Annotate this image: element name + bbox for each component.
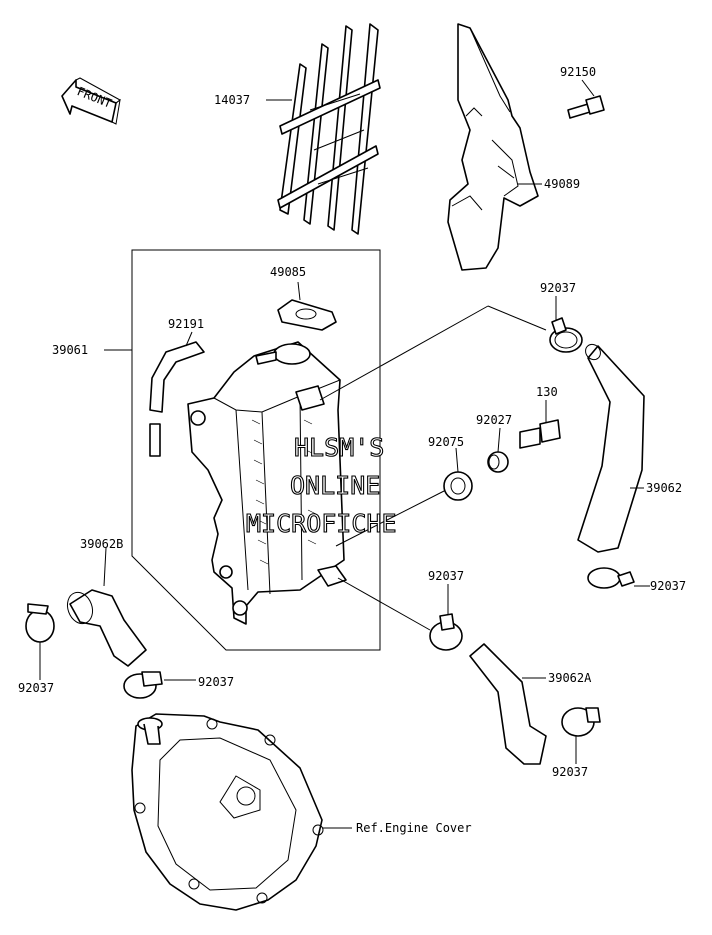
ref-engine-cover-label: Ref.Engine Cover — [356, 821, 472, 835]
hose-clamp-middle-part — [429, 613, 463, 651]
part-label-92037-mid: 92037 — [428, 569, 464, 583]
hex-bolt-part — [519, 419, 561, 449]
radiator-shroud-part — [447, 23, 539, 271]
part-label-39061: 39061 — [52, 343, 88, 357]
part-label-39062B: 39062B — [80, 537, 123, 551]
cap-gasket-part — [277, 299, 337, 331]
part-label-39062: 39062 — [646, 481, 682, 495]
flange-bolt-part — [567, 95, 605, 119]
watermark: HLSM'S ONLINE MICROFICHE — [245, 432, 397, 538]
part-label-39062A: 39062A — [548, 671, 592, 685]
radiator-hose-a-part — [469, 643, 547, 765]
part-label-92191: 92191 — [168, 317, 204, 331]
part-label-92037-bottom-right: 92037 — [552, 765, 588, 779]
leader-line — [319, 305, 489, 401]
radiator-core-part — [187, 341, 347, 625]
part-label-49085: 49085 — [270, 265, 306, 279]
hose-clamp-right-part — [587, 567, 635, 589]
part-label-130: 130 — [536, 385, 558, 399]
part-label-92037-right: 92037 — [650, 579, 686, 593]
part-label-92037-bottom-clamp: 92037 — [198, 675, 234, 689]
grommet-part — [443, 471, 473, 501]
drain-cap-part — [487, 451, 509, 473]
part-label-92150: 92150 — [560, 65, 596, 79]
radiator-louver-part — [277, 23, 381, 235]
watermark-line-2: ONLINE — [290, 471, 380, 500]
radiator-hose-part — [577, 343, 645, 553]
part-label-14037: 14037 — [214, 93, 250, 107]
assembly-bracket-outline — [131, 249, 381, 651]
engine-cover-part — [131, 713, 324, 911]
part-label-49089: 49089 — [544, 177, 580, 191]
breather-tube-part — [149, 341, 205, 457]
watermark-line-3: MICROFICHE — [246, 509, 397, 538]
hose-clamp-left-part — [25, 603, 55, 643]
hose-clamp-part — [549, 317, 583, 353]
part-label-92027: 92027 — [476, 413, 512, 427]
front-arrow-icon: FRONT — [61, 77, 121, 125]
radiator-hose-b-part — [66, 589, 147, 667]
part-label-92037-left: 92037 — [18, 681, 54, 695]
hose-clamp-bottom-right-part — [561, 707, 601, 737]
part-label-92037-top: 92037 — [540, 281, 576, 295]
hose-clamp-bottom-part — [123, 671, 163, 699]
watermark-line-1: HLSM'S — [294, 433, 384, 462]
part-label-92075: 92075 — [428, 435, 464, 449]
